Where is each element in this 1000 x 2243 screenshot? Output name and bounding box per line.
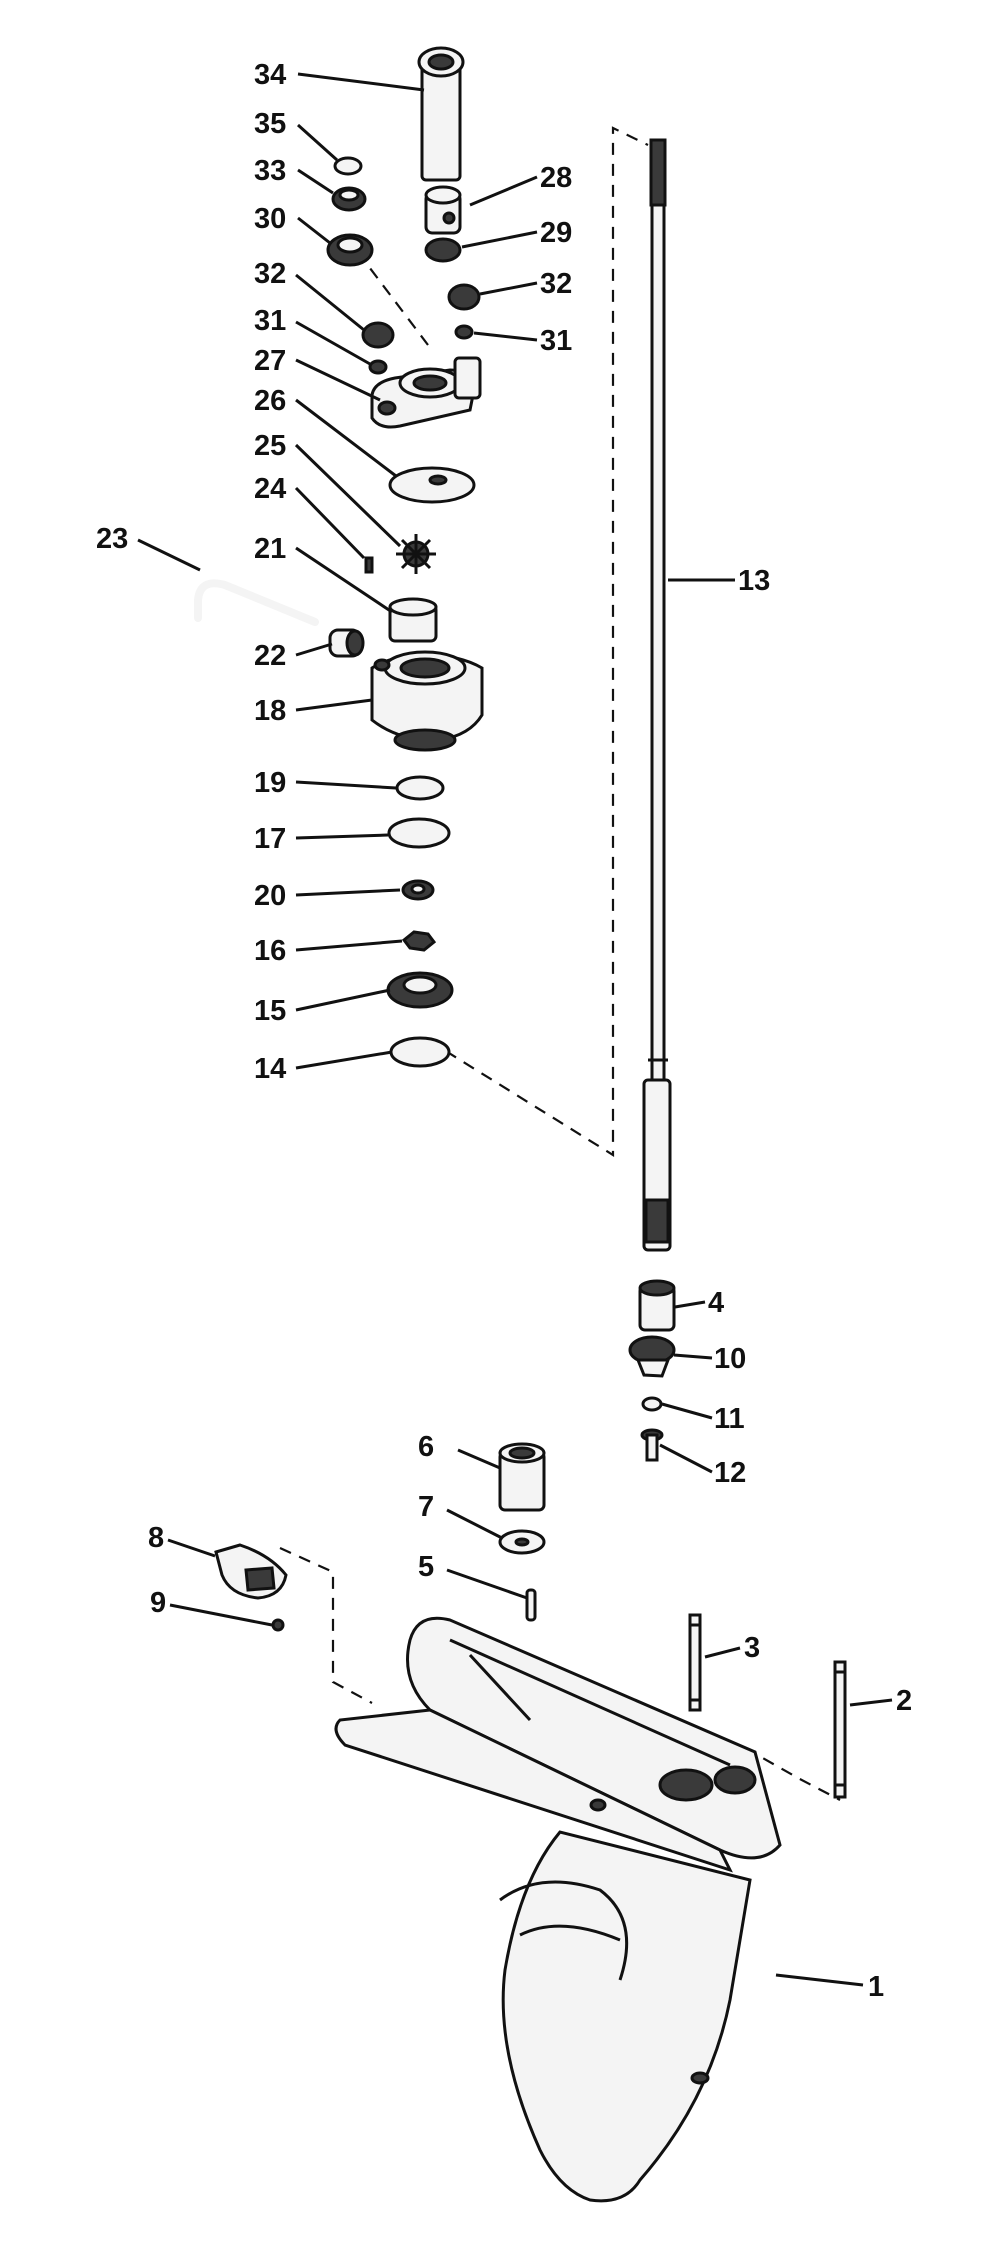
water-tube-23 (194, 579, 319, 626)
bearing-30 (326, 233, 374, 267)
washer-11 (641, 1396, 663, 1412)
pin-5 (525, 1588, 537, 1622)
pump-housing-27 (370, 356, 482, 429)
callout-18: 18 (254, 695, 286, 727)
callout-labels: 34 35 33 30 32 31 27 26 25 24 23 21 22 1… (96, 59, 912, 2003)
callout-29: 29 (540, 217, 572, 249)
stud-2 (833, 1660, 847, 1799)
callout-13: 13 (738, 565, 770, 597)
key-24 (364, 556, 374, 574)
callout-33: 33 (254, 155, 286, 187)
callout-31-right: 31 (540, 325, 572, 357)
washer-7 (498, 1529, 546, 1555)
callout-9: 9 (150, 1587, 166, 1619)
callout-6: 6 (418, 1431, 434, 1463)
callout-5: 5 (418, 1551, 434, 1583)
insert-21 (388, 597, 438, 643)
callout-1: 1 (868, 1971, 884, 2003)
callout-22: 22 (254, 640, 286, 672)
callout-19: 19 (254, 767, 286, 799)
o-ring-19 (395, 775, 445, 801)
grommet-22 (328, 628, 365, 658)
callout-20: 20 (254, 880, 286, 912)
callout-12: 12 (714, 1457, 746, 1489)
screw-9 (271, 1618, 285, 1632)
o-ring-35 (333, 156, 363, 176)
gear-10 (628, 1335, 676, 1378)
pump-base-18 (370, 650, 484, 752)
seal-29 (424, 237, 462, 263)
callout-14: 14 (254, 1053, 286, 1085)
cap-32-left (361, 321, 395, 349)
washer-31-left (368, 359, 388, 375)
water-tube (417, 46, 465, 182)
grommet-28 (424, 185, 462, 235)
stud-3 (688, 1613, 702, 1712)
callout-23: 23 (96, 523, 128, 555)
callout-2: 2 (896, 1685, 912, 1717)
carrier-15 (386, 971, 454, 1009)
gasket-14 (389, 1036, 451, 1068)
bushing-6 (498, 1442, 546, 1512)
callout-34: 34 (254, 59, 286, 91)
callout-3: 3 (744, 1632, 760, 1664)
callout-11: 11 (714, 1403, 745, 1435)
callout-26: 26 (254, 385, 286, 417)
callout-35: 35 (254, 108, 286, 140)
alignment-lines (279, 126, 841, 1801)
callout-27: 27 (254, 345, 286, 377)
screw-12 (640, 1428, 664, 1462)
seal-33 (331, 186, 367, 212)
bearing-4 (638, 1279, 676, 1332)
anode-8 (214, 1543, 288, 1600)
callout-28: 28 (540, 162, 572, 194)
plate-26 (388, 466, 476, 504)
callout-32-right: 32 (540, 268, 572, 300)
drive-shaft-13 (642, 138, 672, 1252)
callout-4: 4 (708, 1287, 724, 1319)
gear-housing-1 (334, 1616, 782, 2203)
callout-7: 7 (418, 1491, 434, 1523)
leader-lines (137, 72, 893, 1987)
callout-21: 21 (254, 533, 286, 565)
impeller-25 (396, 534, 436, 574)
nut-16 (401, 930, 437, 952)
callout-30: 30 (254, 203, 286, 235)
callout-16: 16 (254, 935, 286, 967)
callout-17: 17 (254, 823, 286, 855)
callout-25: 25 (254, 430, 286, 462)
washer-20 (401, 879, 435, 901)
callout-32-left: 32 (254, 258, 286, 290)
cap-32-right (447, 283, 481, 311)
callout-10: 10 (714, 1343, 746, 1375)
callout-8: 8 (148, 1522, 164, 1554)
washer-31-right (454, 324, 474, 340)
callout-15: 15 (254, 995, 286, 1027)
gasket-17 (387, 817, 451, 849)
callout-24: 24 (254, 473, 286, 505)
callout-31-left: 31 (254, 305, 286, 337)
